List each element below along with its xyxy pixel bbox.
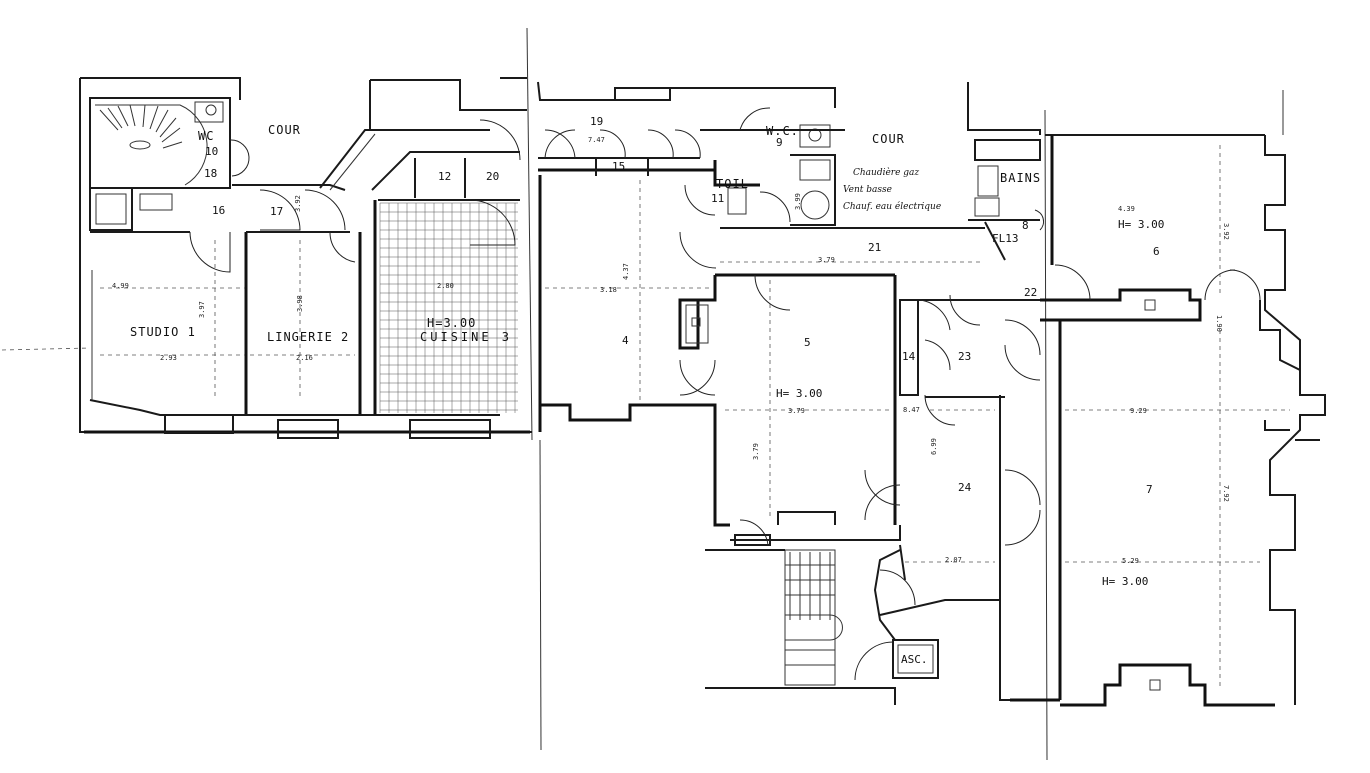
- room-6-label: 6: [1153, 245, 1160, 258]
- cuisine-tile-floor: [379, 202, 518, 413]
- dim-value: 3.79: [788, 407, 805, 415]
- dim-value: 4.99: [112, 282, 129, 290]
- room-10-label: 10: [205, 145, 218, 158]
- dim-value: 9.29: [1130, 407, 1147, 415]
- equipment-notes: Chaudière gaz Vent basse Chauf. eau élec…: [843, 167, 941, 212]
- dim-value: 6.99: [930, 438, 938, 455]
- room-9-label: 9: [776, 136, 783, 149]
- room-15-label: 15: [612, 160, 625, 173]
- dim-value: 3.99: [794, 193, 802, 210]
- dim-value: 2.16: [296, 354, 313, 362]
- room-17-label: 17: [270, 205, 283, 218]
- lingerie-label: LINGERIE 2: [267, 330, 349, 344]
- room-8-label: 8: [1022, 219, 1029, 232]
- dim-value: 5.29: [1122, 557, 1139, 565]
- dim-value: 2.07: [945, 556, 962, 564]
- room-18-label: 18: [204, 167, 217, 180]
- dim-value: 1.90: [1215, 315, 1223, 332]
- bains-label: BAINS: [1000, 171, 1041, 185]
- dim-value: 3.79: [818, 256, 835, 264]
- wc-9-label: W.C.: [766, 124, 799, 138]
- room-11-label: 11: [711, 192, 724, 205]
- wc-label: WC: [198, 129, 214, 143]
- dim-value: 3.92: [294, 195, 302, 212]
- dim-value: 3.79: [752, 443, 760, 460]
- center-wing-doors: [544, 107, 1041, 681]
- dim-value: 3.98: [296, 295, 304, 312]
- room-24-label: 24: [958, 481, 972, 494]
- room-7-height: H= 3.00: [1102, 575, 1148, 588]
- dim-value: 3.97: [198, 301, 206, 318]
- dim-value: 2.93: [160, 354, 177, 362]
- room-20-label: 20: [486, 170, 499, 183]
- sheet-seams: [526, 27, 1048, 761]
- dim-value: 7.47: [588, 136, 605, 144]
- right-wing-doors: [1034, 209, 1261, 301]
- note-chaudiere: Chaudière gaz: [853, 167, 919, 178]
- note-chauf: Chauf. eau électrique: [843, 201, 941, 212]
- note-vent: Vent basse: [843, 185, 892, 195]
- dim-value: 4.37: [622, 263, 630, 280]
- dim-value: 3.92: [1222, 223, 1230, 240]
- room-7-label: 7: [1146, 483, 1153, 496]
- room-6-height: H= 3.00: [1118, 218, 1164, 231]
- left-wing-walls: [79, 77, 532, 439]
- room-5-height: H= 3.00: [776, 387, 822, 400]
- cour-right-label: COUR: [872, 132, 905, 146]
- room-labels: COUR COUR WC 10 18 16 17 12 20 19 15 W.C…: [130, 115, 1164, 666]
- asc-label: ASC.: [901, 653, 928, 666]
- dimension-values: 4.99 3.97 2.93 3.98 2.16 2.80 3.18 4.37 …: [112, 136, 1230, 565]
- room-4-label: 4: [622, 334, 629, 347]
- studio-label: STUDIO 1: [130, 325, 196, 339]
- room-22-label: 22: [1024, 286, 1037, 299]
- cuisine-height: H=3.00: [427, 316, 476, 330]
- fl13-label: FL13: [992, 232, 1019, 245]
- dim-value: 7.92: [1222, 485, 1230, 502]
- dim-value: 8.47: [903, 406, 920, 414]
- room-14-label: 14: [902, 350, 916, 363]
- right-wing-walls: [967, 82, 1326, 707]
- room-12-label: 12: [438, 170, 451, 183]
- dimension-lines: [1, 145, 1290, 690]
- room-19-label: 19: [590, 115, 603, 128]
- dim-value: 2.80: [437, 282, 454, 290]
- room-21-label: 21: [868, 241, 881, 254]
- room-16-label: 16: [212, 204, 225, 217]
- cour-left-label: COUR: [268, 123, 301, 137]
- toil-label: TOIL: [716, 177, 749, 191]
- dim-value: 4.39: [1118, 205, 1135, 213]
- dim-value: 3.18: [600, 286, 617, 294]
- left-wing-doors: [189, 119, 521, 273]
- room-5-label: 5: [804, 336, 811, 349]
- cuisine-label: CUISINE 3: [420, 330, 512, 344]
- room-23-label: 23: [958, 350, 971, 363]
